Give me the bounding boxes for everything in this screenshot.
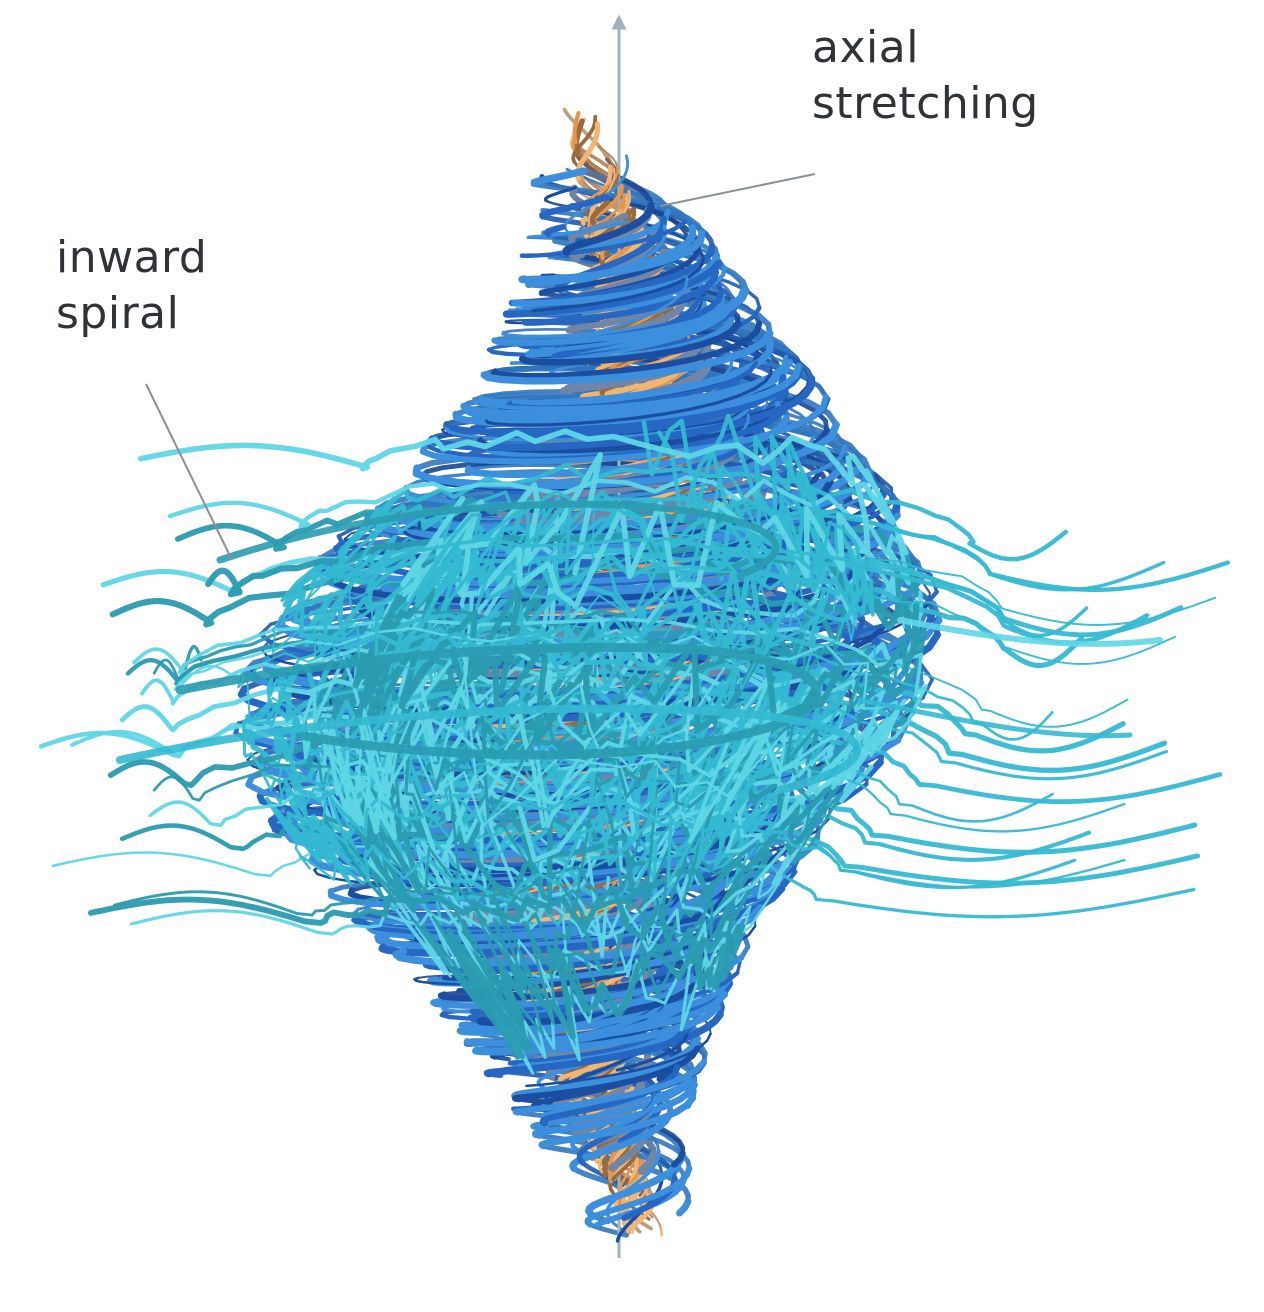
helix-streamline-front [680,1202,689,1213]
helix-streamline-front [583,218,586,223]
axial-stretching-leader-line [660,174,815,206]
axial-stretching-label-line-1: axial [812,20,1039,76]
helix-streamline-front [661,1230,662,1235]
helix-streamline-front [573,141,574,148]
front-streamlines [41,113,1228,1241]
inward-spiral-label-line-2: spiral [56,286,207,342]
axial-stretching-label-line-2: stretching [812,76,1039,132]
inward-spiral-label: inward spiral [56,230,207,342]
inward-spiral-label-line-1: inward [56,230,207,286]
axial-stretching-label: axial stretching [812,20,1039,132]
